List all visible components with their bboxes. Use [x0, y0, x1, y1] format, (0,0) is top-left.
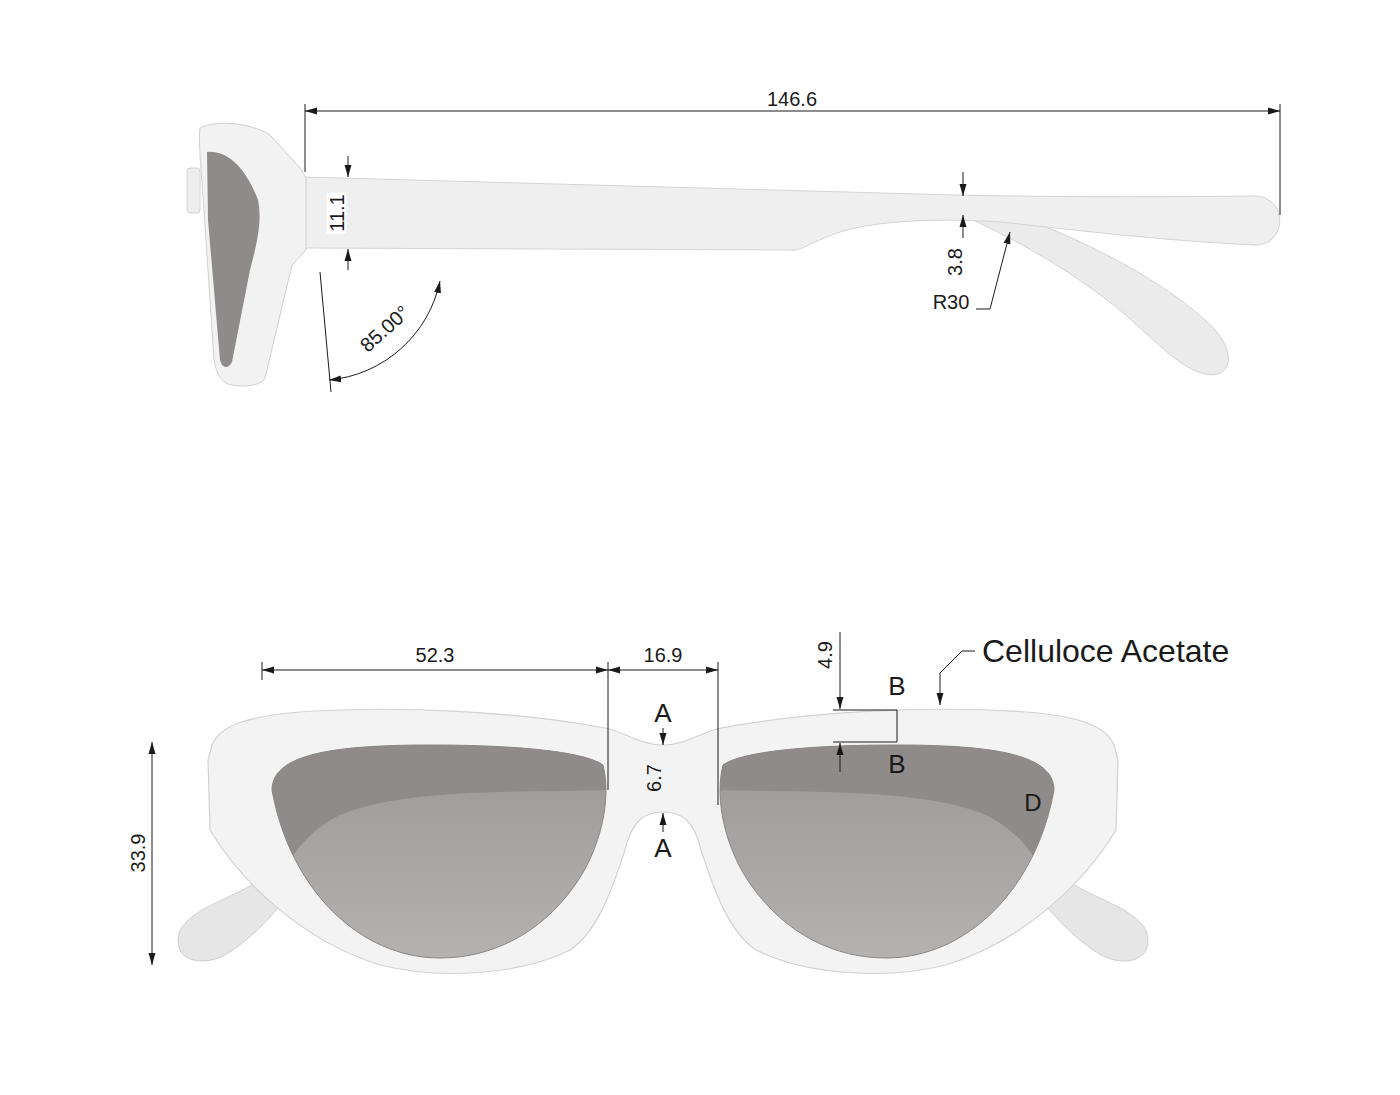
leader-line: [940, 651, 975, 705]
dimension-arrow: [663, 728, 664, 745]
dimension-arrow: [348, 249, 349, 270]
extension-line: [608, 662, 609, 790]
dimension-label-wrap: B: [886, 751, 907, 777]
temple-through-lens: [706, 745, 1066, 870]
dimension-line: [608, 670, 718, 671]
temple-through-lens: [260, 745, 620, 870]
dimension-arrow: [663, 813, 664, 832]
dimension-label-wrap: 33.9: [128, 832, 149, 875]
angle-arc: [329, 281, 440, 380]
dimension-value: 33.9: [128, 832, 148, 875]
dimension-label-wrap: 6.7: [644, 762, 665, 794]
dimension-value: 11.1: [327, 192, 347, 233]
dimension-label-wrap: 4.9: [815, 639, 836, 671]
dimension-value: 3.8: [945, 246, 965, 278]
dimension-value: 146.6: [765, 89, 819, 109]
section-line: [897, 710, 898, 742]
dimension-line: [262, 670, 608, 671]
dimension-value: 4.9: [815, 639, 835, 671]
dimension-arrow: [963, 215, 964, 238]
section-letter: B: [886, 751, 907, 777]
nose-pad: [187, 168, 200, 213]
dimension-value: 85.00°: [355, 300, 414, 356]
dimension-label-wrap: A: [652, 700, 673, 726]
dimension-arrow: [840, 632, 841, 709]
dimension-label-wrap: 11.1: [327, 192, 348, 233]
lens-side: [207, 152, 260, 367]
section-letter: A: [652, 700, 673, 726]
section-letter: A: [652, 835, 673, 861]
extension-line: [1280, 104, 1281, 215]
dimension-arrow: [348, 156, 349, 177]
extension-line: [320, 272, 331, 392]
extension-line: [305, 104, 306, 172]
dimension-value: 52.3: [414, 645, 457, 665]
dimension-label-wrap: 146.6: [765, 89, 819, 110]
section-letter: D: [1022, 791, 1043, 815]
extension-line: [262, 662, 263, 680]
dimension-label-wrap: D: [1022, 791, 1043, 815]
leader-line: [976, 232, 1010, 309]
dimension-label-wrap: B: [886, 673, 907, 699]
extension-line: [718, 662, 719, 805]
dimension-value: 6.7: [644, 762, 664, 794]
frame-side: [199, 123, 306, 386]
temple-arm: [303, 177, 1280, 250]
dimension-arrow: [963, 172, 964, 196]
section-line: [833, 742, 897, 743]
material-note: Celluloce Acetate: [980, 635, 1231, 667]
section-line: [833, 710, 897, 711]
dimension-arrow: [840, 743, 841, 772]
dimension-label-wrap: 85.00°: [355, 300, 415, 357]
section-letter: B: [886, 673, 907, 699]
dimension-label-wrap: A: [652, 835, 673, 861]
dimension-label-wrap: 16.9: [642, 645, 685, 666]
dimension-label-wrap: R30: [931, 292, 972, 313]
dimension-value: 16.9: [642, 645, 685, 665]
dimension-line: [152, 742, 153, 965]
dimension-label-wrap: Celluloce Acetate: [980, 635, 1231, 667]
dimension-label-wrap: 3.8: [945, 246, 966, 278]
dimension-label-wrap: 52.3: [414, 645, 457, 666]
dimension-value: R30: [931, 292, 972, 312]
frame-front: [208, 709, 1118, 973]
dimension-line: [305, 111, 1280, 112]
